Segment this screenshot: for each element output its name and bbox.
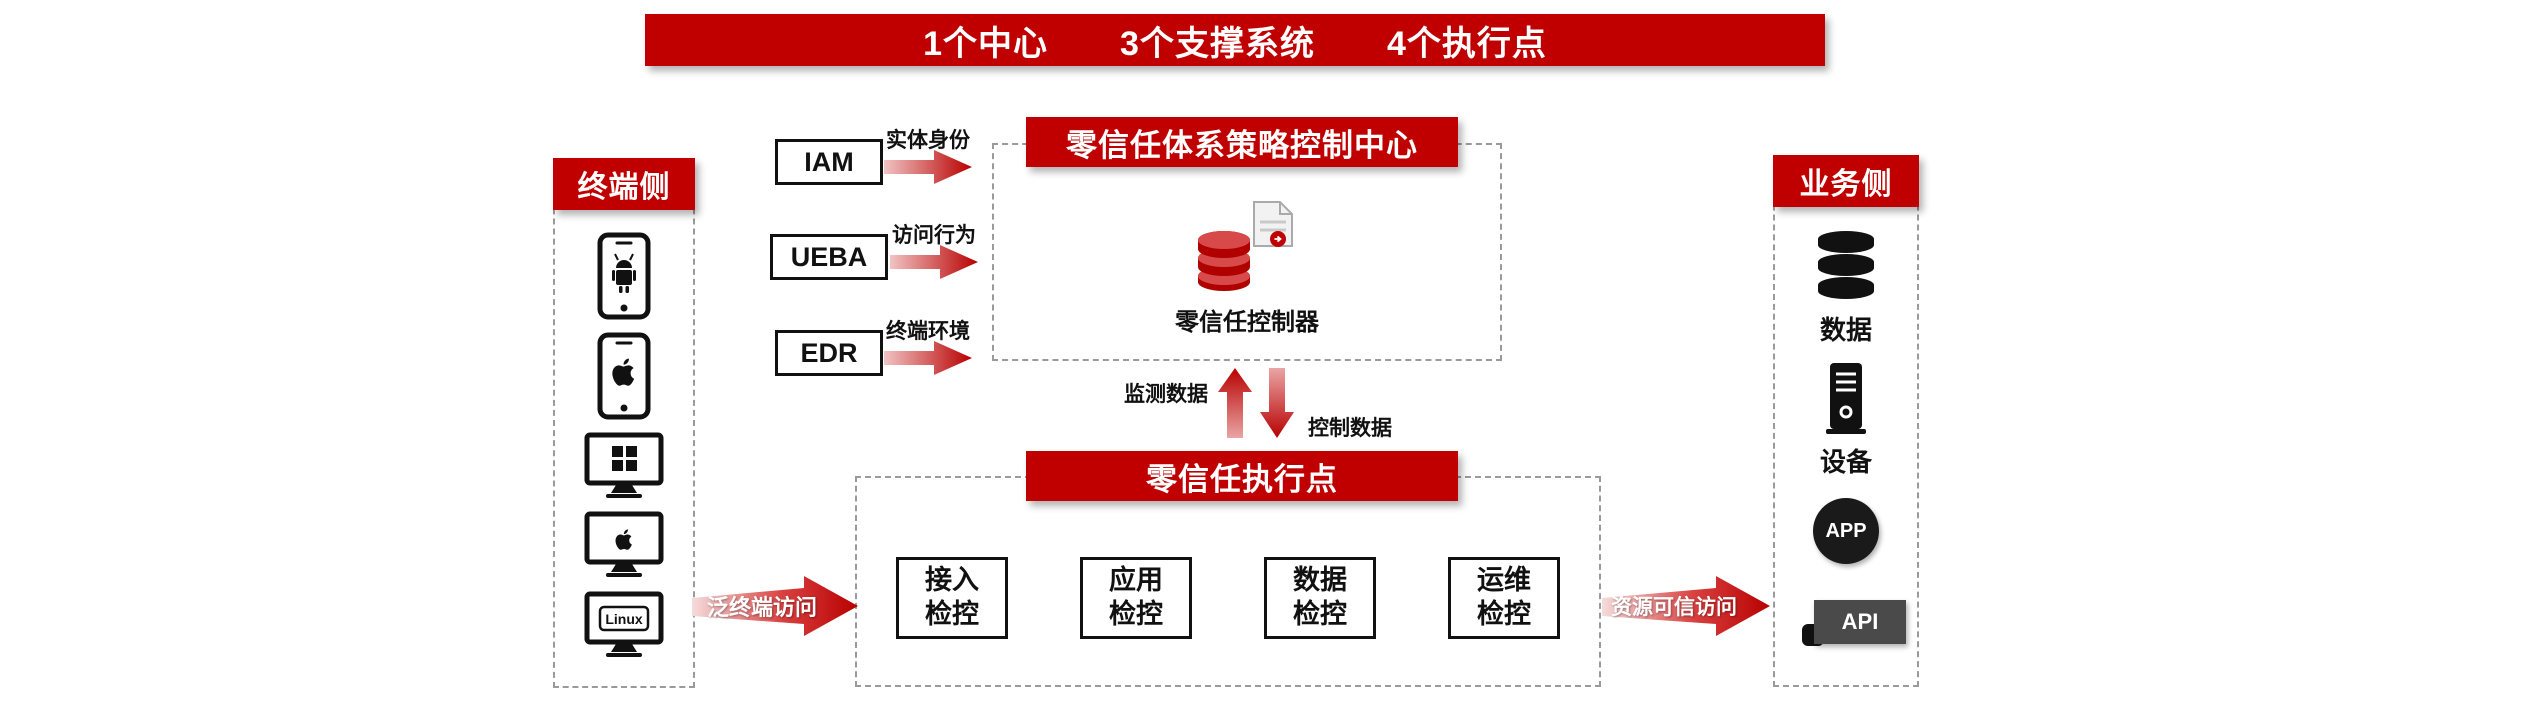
- device-icon: [1826, 363, 1866, 434]
- zero-trust-controller-icon: [1198, 201, 1293, 291]
- resource-access-label: 资源可信访问: [1611, 596, 1737, 619]
- unit-data-line2: 检控: [1293, 599, 1347, 629]
- resource-access-arrow: 资源可信访问: [1602, 574, 1770, 638]
- banner-item-support: 3个支撑系统: [1120, 24, 1315, 63]
- banner-item-execution: 4个执行点: [1386, 24, 1547, 63]
- data-flow-arrows-icon: [1218, 368, 1294, 438]
- api-rect: API: [1814, 600, 1906, 644]
- iam-arrow-icon: [884, 150, 972, 184]
- monitor-data-label: 监测数据: [1124, 383, 1208, 406]
- iam-label: IAM: [804, 146, 854, 177]
- ueba-label: UEBA: [790, 241, 868, 272]
- linux-label: Linux: [605, 611, 643, 627]
- edr-box: EDR: [775, 330, 883, 376]
- database-icon: [1818, 231, 1874, 299]
- ueba-arrow-label: 访问行为: [892, 224, 976, 247]
- app-circle-icon: APP: [1813, 498, 1879, 564]
- execution-unit-ops: 运维 检控: [1448, 557, 1560, 639]
- linux-desktop-icon: Linux: [584, 591, 664, 664]
- unit-ops-line1: 运维: [1477, 565, 1531, 596]
- execution-unit-application: 应用 检控: [1080, 557, 1192, 639]
- resource-access-arrow-icon: [1602, 576, 1770, 636]
- app-label: APP: [1825, 519, 1867, 542]
- business-data-label: 数据: [1819, 315, 1872, 345]
- edr-arrow-label: 终端环境: [886, 320, 970, 343]
- terminal-access-label: 泛终端访问: [706, 595, 817, 620]
- unit-data-line1: 数据: [1293, 565, 1347, 596]
- iam-box: IAM: [775, 139, 883, 185]
- unit-ops-line2: 检控: [1477, 599, 1531, 629]
- unit-application-line1: 应用: [1109, 565, 1163, 596]
- control-center-title: 零信任体系策略控制中心: [1066, 127, 1418, 163]
- ueba-arrow-icon: [890, 245, 978, 279]
- terminal-access-arrow: 泛终端访问: [692, 574, 858, 638]
- edr-arrow-icon: [884, 341, 972, 375]
- windows-desktop-icon: [584, 432, 664, 505]
- terminal-access-arrow-icon: [692, 576, 858, 636]
- terminal-side-title: 终端侧: [577, 171, 671, 204]
- title-banner: 1个中心 3个支撑系统 4个执行点: [645, 14, 1825, 66]
- iam-arrow-label: 实体身份: [886, 129, 970, 152]
- business-device-label: 设备: [1819, 447, 1872, 477]
- unit-application-line2: 检控: [1109, 599, 1163, 629]
- control-center-header: 零信任体系策略控制中心: [1026, 117, 1458, 167]
- control-data-label: 控制数据: [1308, 417, 1392, 440]
- execution-unit-access: 接入 检控: [896, 557, 1008, 639]
- api-label: API: [1841, 609, 1879, 634]
- execution-unit-data: 数据 检控: [1264, 557, 1376, 639]
- execution-point-header: 零信任执行点: [1026, 451, 1458, 501]
- edr-label: EDR: [800, 337, 858, 368]
- business-side-title: 业务侧: [1799, 168, 1893, 201]
- zero-trust-controller-label: 零信任控制器: [1175, 309, 1319, 336]
- execution-point-title: 零信任执行点: [1146, 461, 1338, 497]
- banner-item-center: 1个中心: [923, 24, 1049, 63]
- api-tag-icon: API: [1800, 598, 1910, 648]
- unit-access-line2: 检控: [925, 599, 979, 629]
- android-phone-icon: [597, 232, 651, 325]
- mac-desktop-icon: [584, 511, 664, 584]
- business-side-header: 业务侧: [1773, 155, 1919, 207]
- apple-phone-icon: [597, 332, 651, 425]
- unit-access-line1: 接入: [925, 565, 979, 596]
- terminal-side-header: 终端侧: [553, 158, 695, 210]
- terminal-device-list: Linux: [553, 228, 695, 674]
- ueba-box: UEBA: [770, 234, 888, 280]
